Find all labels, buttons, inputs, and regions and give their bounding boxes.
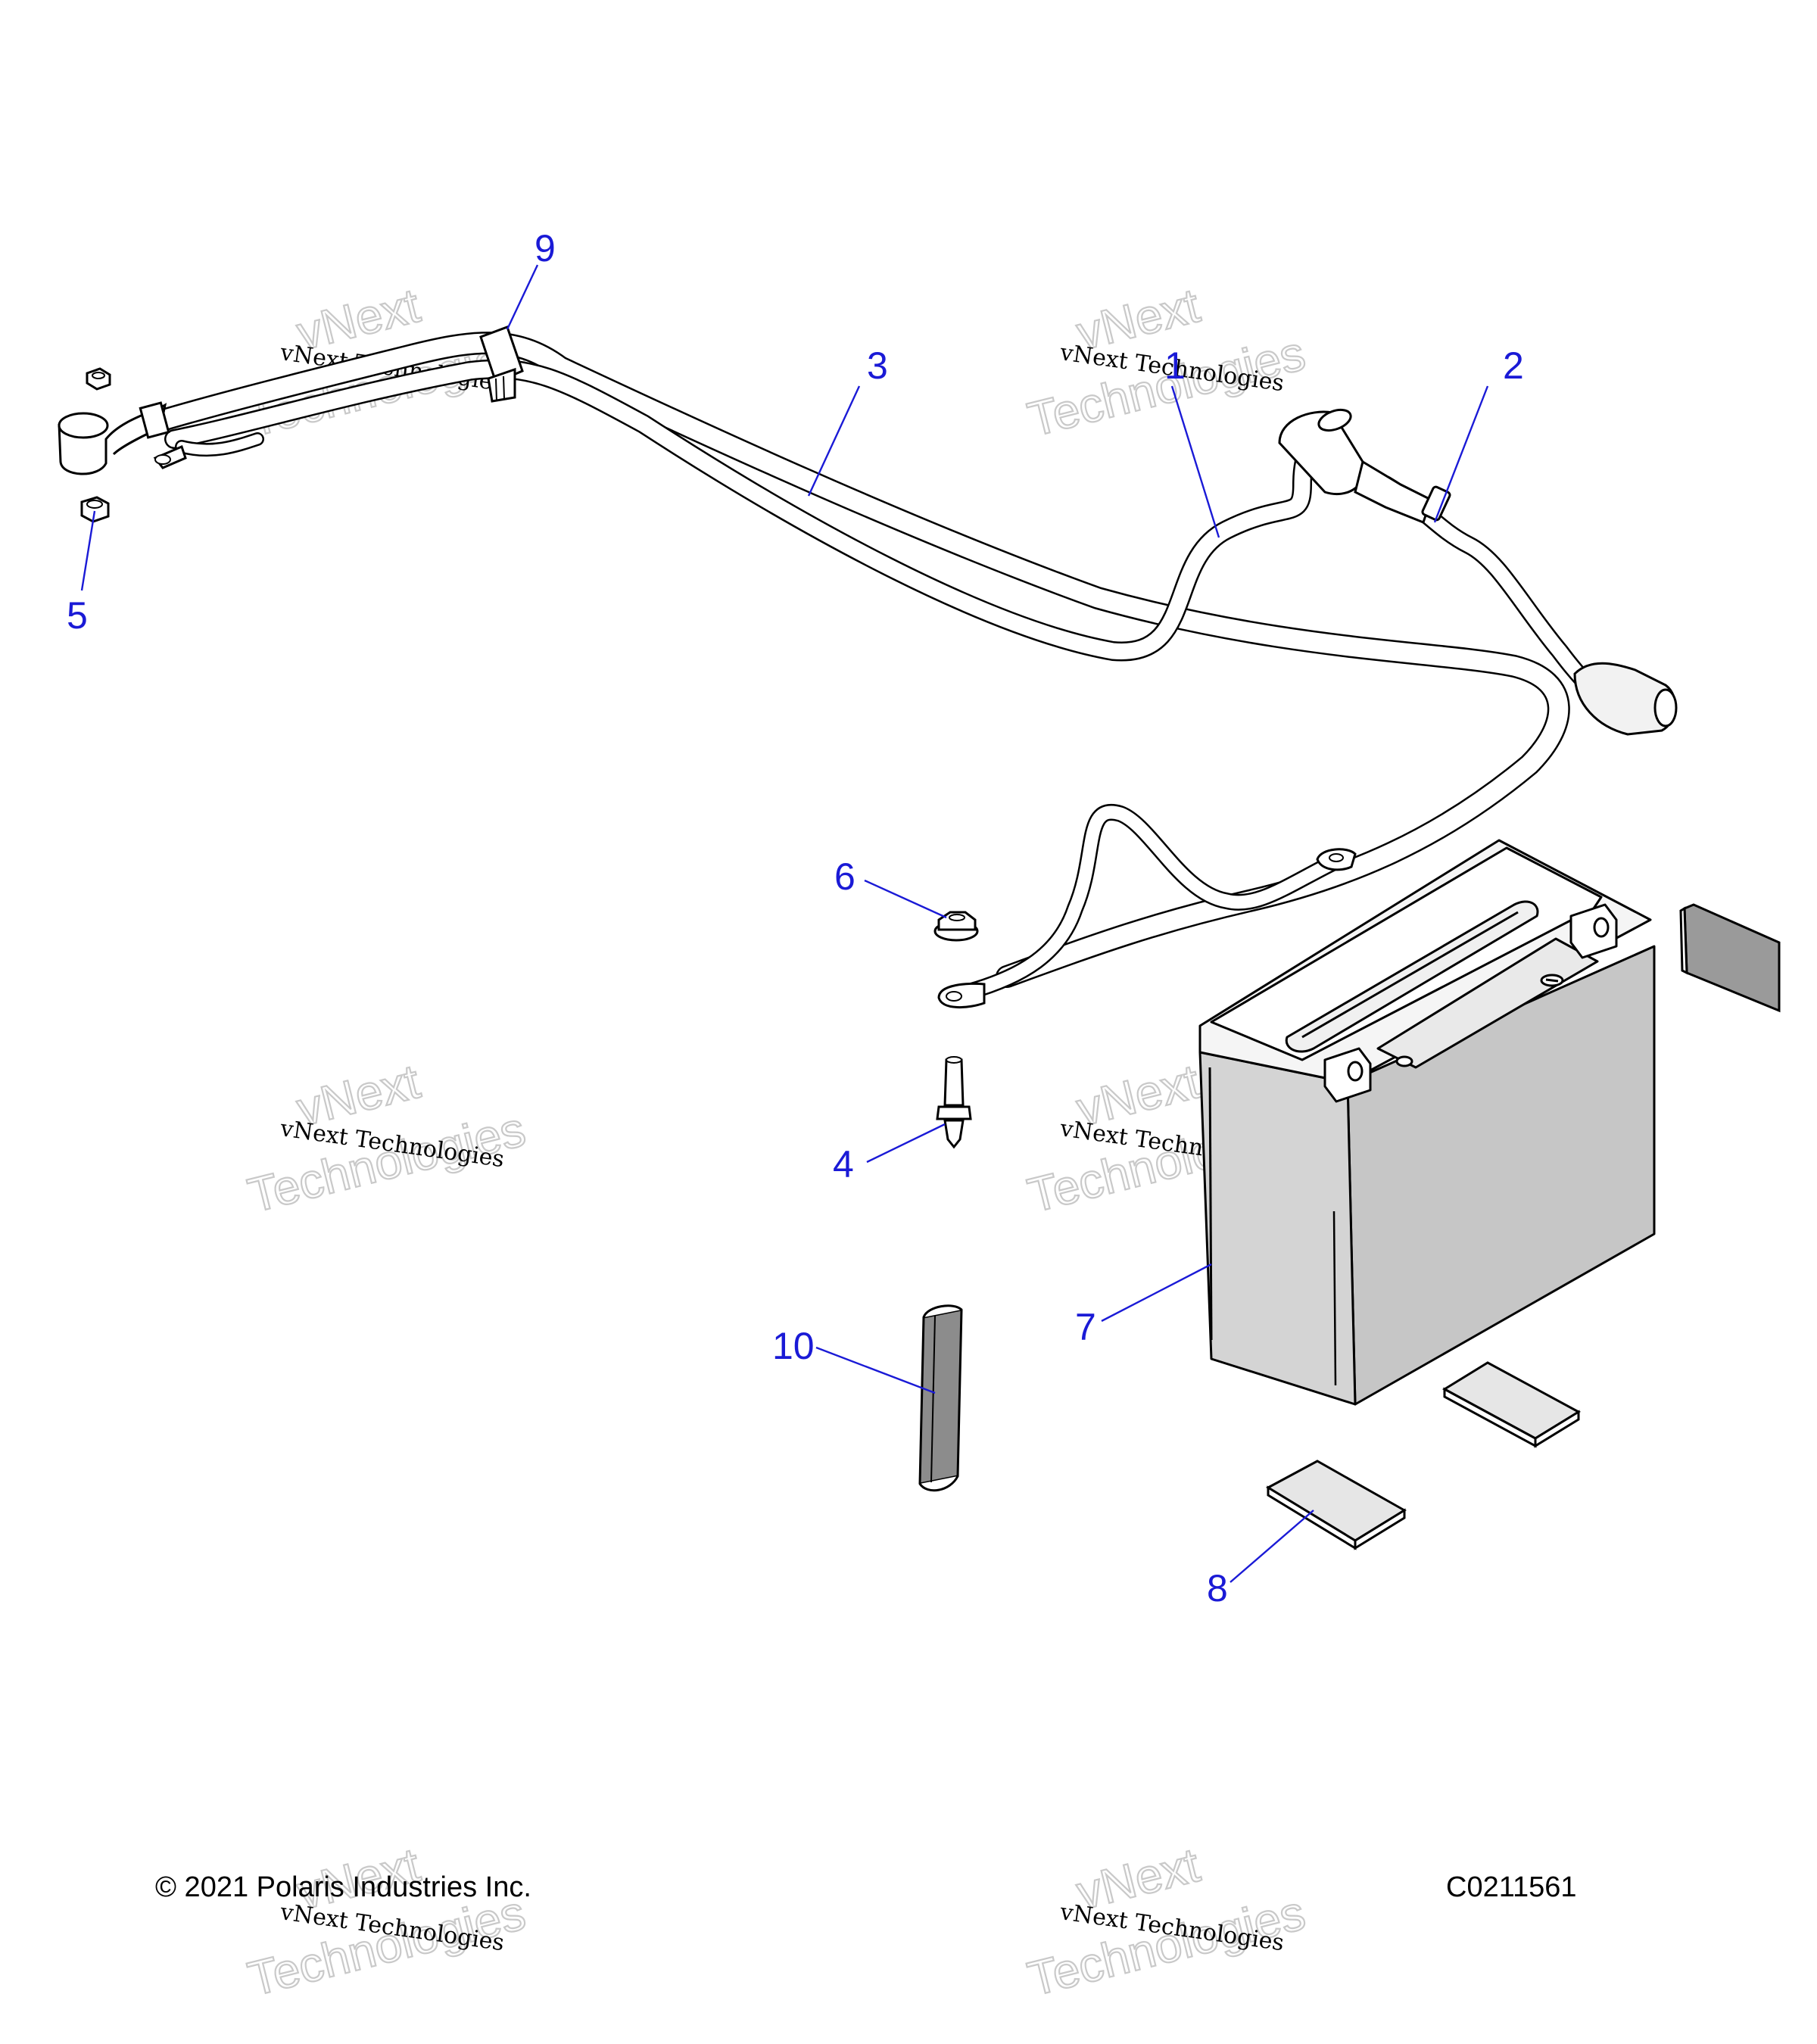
pad-8-side — [1679, 903, 1781, 1013]
callout-4: 4 — [833, 1143, 854, 1186]
leader-6 — [864, 879, 947, 919]
leader-8 — [1230, 1510, 1314, 1583]
nut-small — [86, 367, 111, 391]
stud-4 — [936, 1056, 972, 1149]
watermark: vNext Technologies vNext Technologies — [1022, 1837, 1311, 2008]
watermark-group: vNext Technologies vNext Technologies vN… — [242, 277, 1311, 2008]
leader-4 — [866, 1123, 946, 1164]
ground-ring-terminal — [937, 982, 986, 1009]
diagram-code: C0211561 — [1446, 1871, 1577, 1903]
callout-9: 9 — [535, 227, 556, 270]
left-terminal-boot — [58, 401, 170, 475]
leader-5 — [80, 510, 96, 591]
cable-clip-9 — [479, 326, 524, 403]
watermark: vNext Technologies vNext Technologies — [242, 1053, 531, 1224]
nut-5 — [80, 496, 110, 523]
callout-8: 8 — [1207, 1567, 1228, 1609]
watermark: vNext Technologies vNext Technologies — [242, 1837, 531, 2008]
callout-7: 7 — [1075, 1306, 1096, 1348]
callout-5: 5 — [67, 594, 88, 637]
cable-1 — [164, 359, 1342, 662]
battery-ring-terminal — [1316, 848, 1357, 871]
callout-leaders — [80, 264, 1489, 1583]
leader-3 — [807, 385, 861, 497]
leader-1 — [1170, 385, 1220, 538]
pad-8-upper — [1442, 1361, 1581, 1448]
copyright-text: © 2021 Polaris Industries Inc. — [155, 1871, 531, 1903]
callout-6: 6 — [834, 855, 856, 898]
pad-8-lower — [1265, 1460, 1407, 1550]
battery-7 — [1198, 839, 1656, 1406]
leader-9 — [506, 264, 539, 330]
callout-1: 1 — [1164, 344, 1186, 387]
ground-cable — [961, 804, 1341, 1000]
flange-nut-6 — [933, 911, 979, 942]
leader-10 — [815, 1346, 936, 1394]
right-terminal-boot — [1573, 662, 1678, 736]
callout-labels: 1 2 3 4 5 6 7 8 9 10 — [67, 227, 1524, 1609]
leader-2 — [1433, 385, 1489, 523]
leader-7 — [1101, 1263, 1212, 1323]
left-ring-terminal — [153, 444, 187, 469]
callout-2: 2 — [1503, 344, 1524, 387]
callout-3: 3 — [867, 344, 888, 387]
strip-10 — [918, 1304, 963, 1492]
top-terminal-boot — [1278, 408, 1451, 524]
callout-10: 10 — [772, 1325, 815, 1367]
